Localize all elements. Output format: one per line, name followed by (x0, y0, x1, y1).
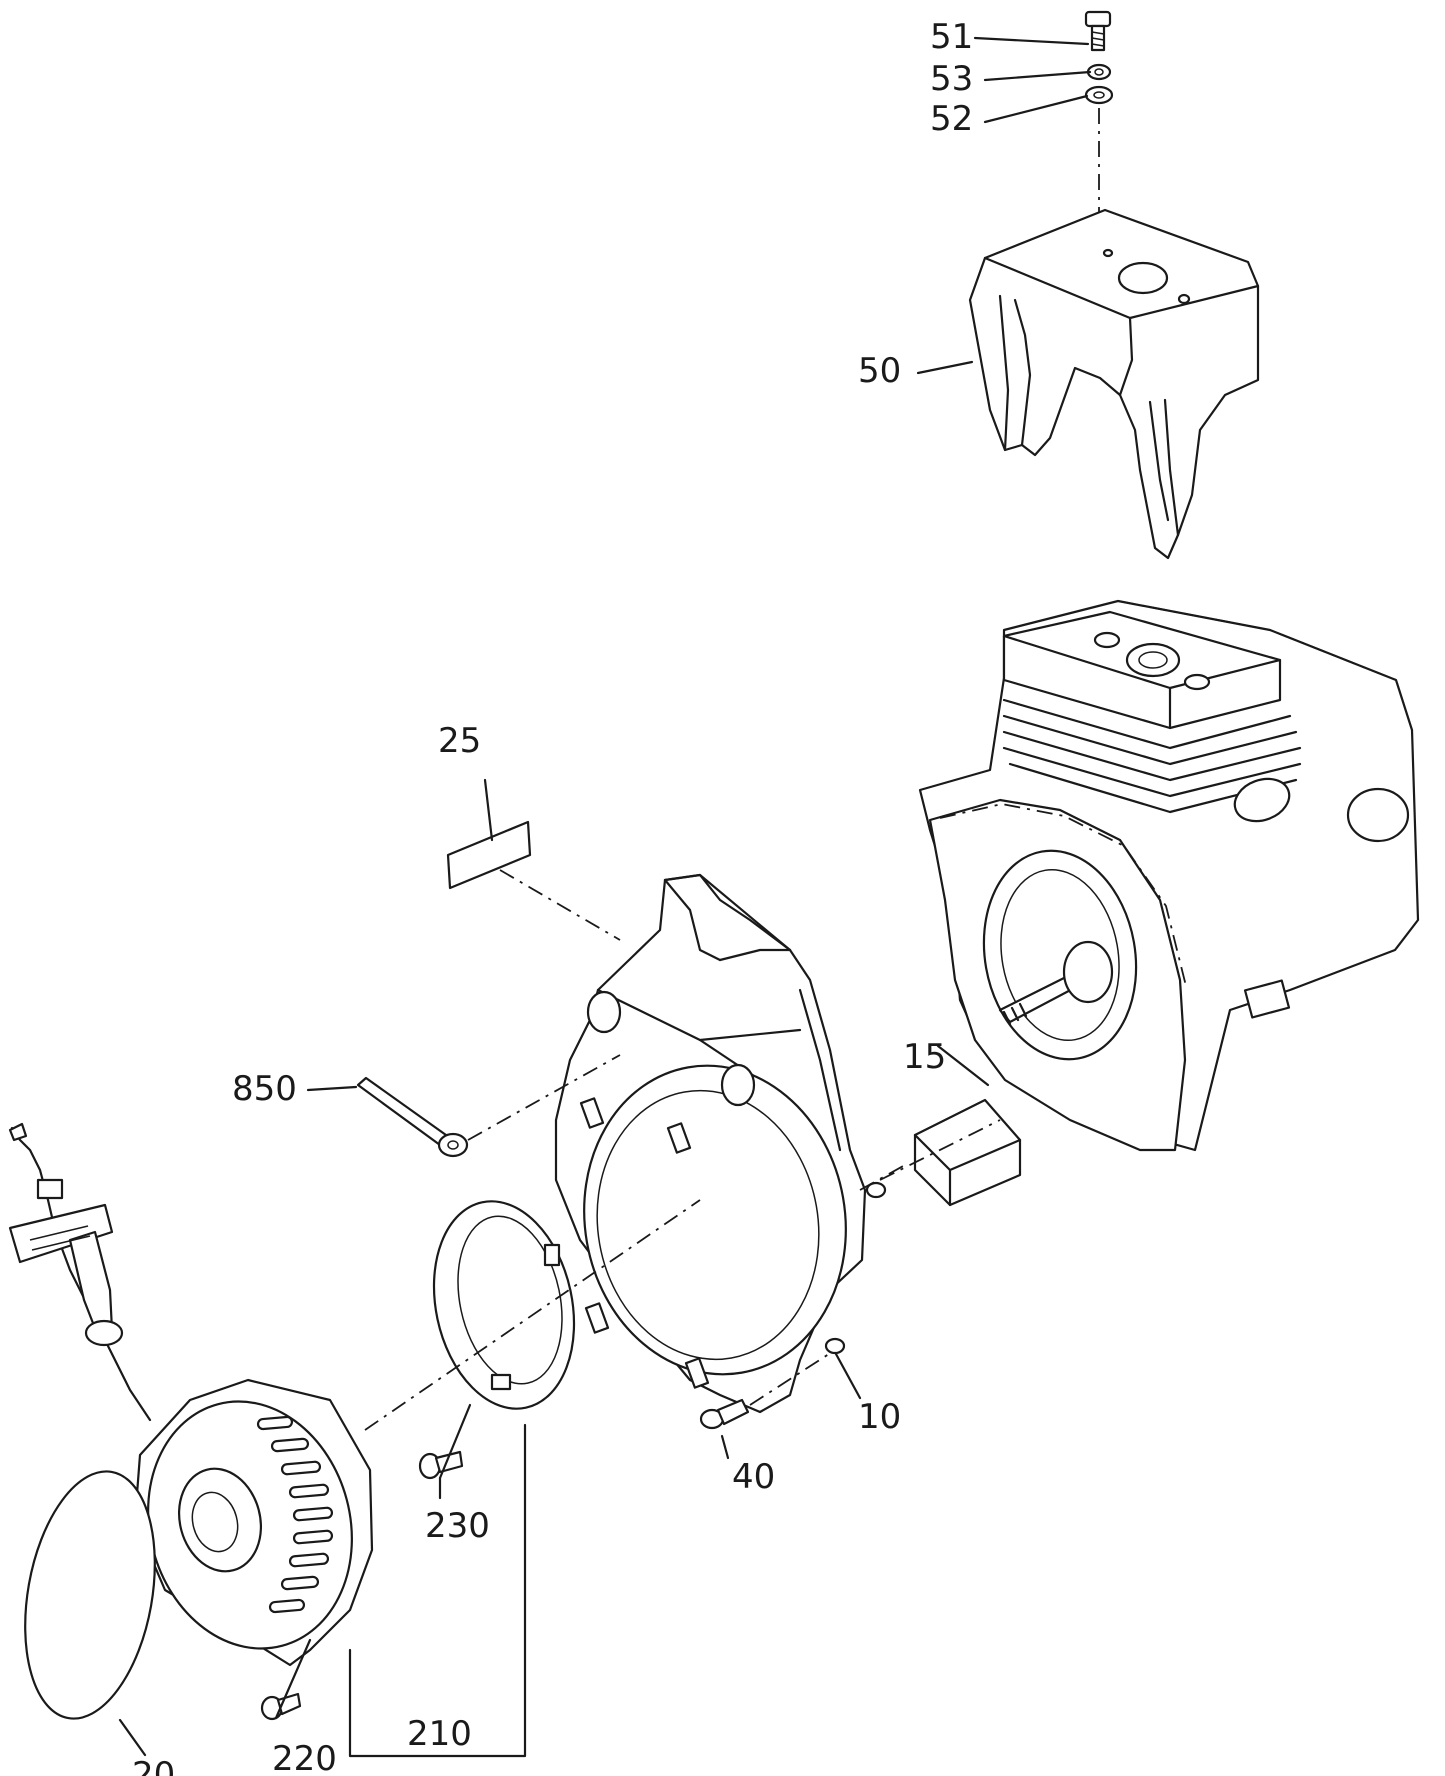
label-plate-25 (446, 820, 532, 890)
label-15: 15 (903, 1037, 946, 1077)
recoil-starter (133, 1378, 374, 1667)
axis-line-main (364, 1199, 701, 1431)
label-20: 20 (132, 1755, 175, 1776)
label-51: 51 (930, 17, 973, 57)
label-10: 10 (858, 1397, 901, 1437)
label-52: 52 (930, 99, 973, 139)
pin-850 (356, 1076, 469, 1158)
label-220: 220 (272, 1739, 337, 1776)
label-40: 40 (732, 1457, 775, 1497)
cylinder-cover-50 (968, 208, 1260, 560)
label-50: 50 (858, 351, 901, 391)
axis-line-spacer (879, 1119, 1001, 1181)
label-210: 210 (407, 1714, 472, 1754)
part-number-labels: 51 53 52 50 25 850 15 10 40 230 220 210 … (132, 17, 973, 1776)
ratchet-ring (432, 1200, 576, 1410)
starter-handle (8, 1122, 152, 1422)
disc-20 (24, 1470, 156, 1720)
axis-line-plate (499, 869, 621, 941)
axis-line-housing-engine (859, 1164, 906, 1191)
axis-line-bolt-40 (749, 1351, 833, 1406)
label-850: 850 (232, 1069, 297, 1109)
vent-slots (256, 1415, 334, 1614)
label-25: 25 (438, 721, 481, 761)
spacer-block-15 (913, 1098, 1022, 1207)
washer-52 (1084, 85, 1114, 105)
label-230: 230 (425, 1506, 490, 1546)
engine-block (918, 599, 1420, 1152)
label-53: 53 (930, 59, 973, 99)
bolt-230 (418, 1450, 464, 1480)
washer-53 (1086, 63, 1112, 81)
bolt-40 (699, 1398, 750, 1430)
fan-housing-10 (554, 873, 887, 1414)
axis-line-pin (467, 1054, 621, 1141)
leader-lines (118, 36, 1092, 1758)
bolt-51 (1084, 10, 1112, 52)
